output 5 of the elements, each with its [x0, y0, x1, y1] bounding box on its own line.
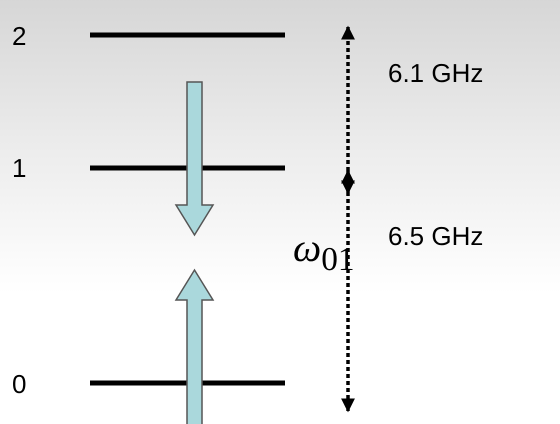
frequency-label: 6.1 GHz [388, 57, 484, 89]
level-number: 1 [12, 152, 26, 184]
frequency-label: 6.5 GHz [388, 220, 484, 252]
level-number: 2 [12, 20, 26, 52]
level-number: 0 [12, 368, 26, 400]
